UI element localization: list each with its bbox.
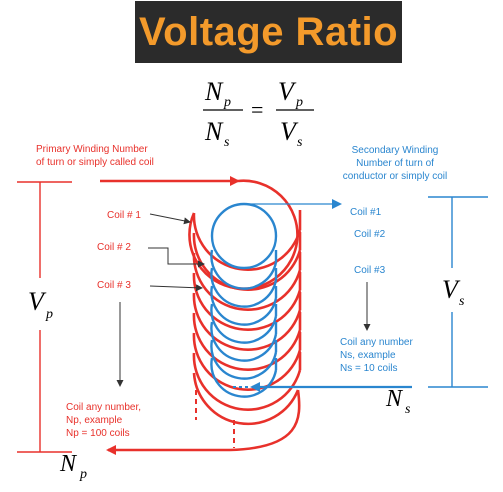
primary-any-line1: Coil any number, <box>66 402 142 413</box>
secondary-voltage-sub: s <box>459 294 465 309</box>
secondary-coil-1-label: Coil #1 <box>350 207 382 218</box>
formula-rhs-den: V <box>280 117 299 146</box>
primary-voltage-symbol: V <box>28 287 47 316</box>
formula-rhs-num-sub: p <box>295 95 303 110</box>
primary-voltage-bracket <box>17 181 72 453</box>
secondary-desc-line2: Number of turn of <box>356 158 434 169</box>
secondary-desc-line3: conductor or simply coil <box>342 171 448 182</box>
formula-rhs-num: V <box>278 77 297 106</box>
secondary-voltage-bracket <box>428 196 488 388</box>
formula-lhs-num-sub: p <box>223 95 231 110</box>
primary-winding-continuation <box>195 390 235 448</box>
secondary-turns-sub: s <box>405 402 411 417</box>
primary-coil-3-label: Coil # 3 <box>97 280 131 291</box>
secondary-voltage-symbol: V <box>442 275 461 304</box>
secondary-any-note: Coil any number Ns, example Ns = 10 coil… <box>340 336 413 375</box>
primary-description: Primary Winding Number of turn or simply… <box>36 143 154 169</box>
secondary-any-line1: Coil any number <box>340 337 413 348</box>
title-banner: Voltage Ratio <box>135 1 402 63</box>
formula-lhs-den: N <box>204 117 224 146</box>
primary-turns-symbol: N <box>59 451 78 477</box>
secondary-any-line2: Ns, example <box>340 350 396 361</box>
formula-lhs-num: N <box>204 77 224 106</box>
secondary-any-line3: Ns = 10 coils <box>340 363 398 374</box>
primary-coil-1-label: Coil # 1 <box>107 210 141 221</box>
primary-coil-2-label: Coil # 2 <box>97 242 131 253</box>
page-title: Voltage Ratio <box>138 9 399 54</box>
primary-any-line2: Np, example <box>66 415 123 426</box>
primary-voltage-sub: p <box>45 307 53 322</box>
primary-desc-line2: of turn or simply called coil <box>36 157 154 168</box>
secondary-winding <box>210 199 412 398</box>
secondary-description: Secondary Winding Number of turn of cond… <box>330 144 460 183</box>
primary-any-note: Coil any number, Np, example Np = 100 co… <box>66 401 141 440</box>
secondary-coil-2-label: Coil #2 <box>354 229 386 240</box>
formula-rhs-den-sub: s <box>297 135 303 150</box>
formula-lhs-den-sub: s <box>224 135 230 150</box>
formula-equals: = <box>251 97 263 122</box>
voltage-ratio-formula: N p N s = V p V s <box>203 77 314 150</box>
secondary-coil-3-label: Coil #3 <box>354 265 386 276</box>
primary-turns-sub: p <box>79 467 87 482</box>
primary-desc-line1: Primary Winding Number <box>36 144 148 155</box>
primary-any-line3: Np = 100 coils <box>66 428 130 439</box>
primary-pointers <box>116 213 205 387</box>
primary-winding <box>100 176 302 455</box>
secondary-desc-line1: Secondary Winding <box>351 145 439 156</box>
secondary-turns-symbol: N <box>385 386 404 412</box>
